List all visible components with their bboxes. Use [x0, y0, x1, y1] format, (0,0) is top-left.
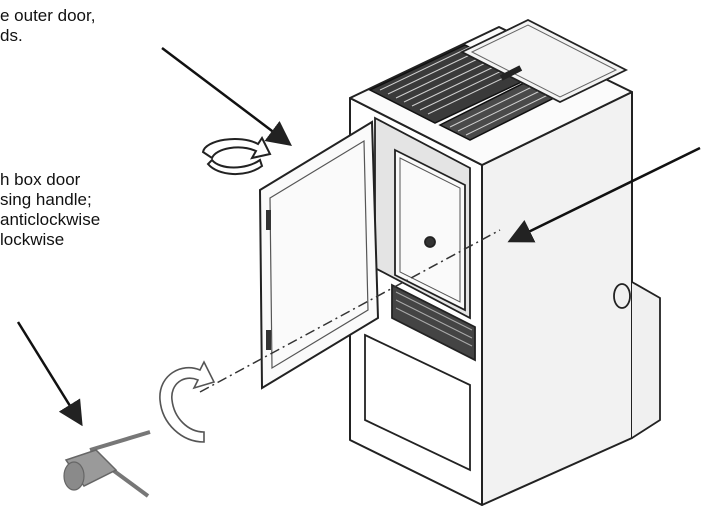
pointer-arrow-icon — [16, 321, 83, 427]
caption-line: lockwise — [0, 230, 65, 249]
caption-ash-box-door: h box door sing handle; anticlockwise lo… — [0, 170, 100, 250]
side-knob — [613, 281, 661, 439]
caption-line: e outer door, — [0, 6, 96, 25]
top-grille — [368, 18, 629, 141]
caption-open-outer-door: e outer door, ds. — [0, 6, 95, 46]
rotation-arrow-icon — [159, 360, 216, 443]
handle-tool-icon — [63, 430, 151, 498]
pointer-arrow-icon — [161, 47, 292, 147]
caption-line: ds. — [0, 26, 23, 45]
outer-door — [258, 120, 380, 390]
rotation-arrow-icon — [201, 136, 272, 175]
caption-line: anticlockwise — [0, 210, 101, 229]
caption-line: sing handle; — [0, 190, 92, 209]
pointer-arrow-icon — [507, 146, 701, 243]
caption-line: h box door — [0, 170, 81, 189]
alignment-axis — [199, 229, 501, 393]
